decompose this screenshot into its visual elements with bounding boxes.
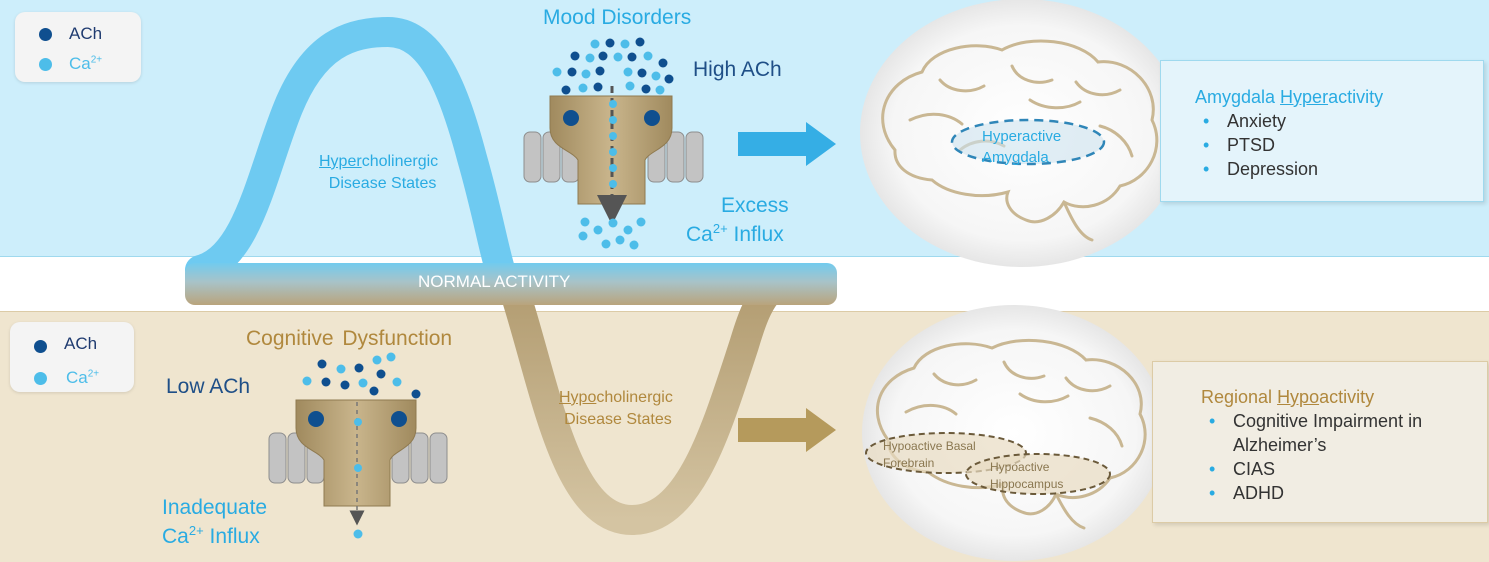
list-item: •CIAS	[1209, 459, 1276, 479]
cognitive-dysfunction-title: Cognitive Dysfunction	[246, 327, 453, 350]
calcium-ion-icon	[34, 372, 47, 385]
excess-influx-line2: Ca2+ Influx	[686, 221, 784, 246]
hyperactivity-list: •Anxiety •PTSD •Depression	[1195, 109, 1318, 181]
amygdala-hyperactivity-box: Amygdala Hyperactivity •Anxiety •PTSD •D…	[1160, 60, 1484, 202]
regional-hypoactivity-box: Regional Hypoactivity •Cognitive Impairm…	[1152, 361, 1488, 523]
legend-ca-label: Ca2+	[69, 54, 103, 73]
legend-ach-label: ACh	[64, 334, 98, 353]
ion-channel-icon-bottom	[268, 399, 448, 526]
inadequate-influx-line2: Ca2+ Influx	[162, 523, 260, 548]
brain-circle-bottom	[862, 305, 1166, 561]
excess-influx-line1: Excess	[721, 194, 789, 217]
right-arrow-icon-bottom	[738, 408, 836, 452]
legend-ca-label: Ca2+	[66, 368, 100, 387]
hypocholinergic-curve	[501, 279, 781, 536]
hypoactivity-list: •Cognitive Impairment in Alzheimer’s •CI…	[1201, 409, 1471, 505]
inadequate-influx-line1: Inadequate	[162, 496, 268, 519]
calcium-ion-icon	[39, 58, 52, 71]
hypoactive-hippocampus-region	[965, 453, 1111, 495]
high-ach-label: High ACh	[693, 58, 782, 81]
hyperactive-amygdala-region	[950, 118, 1106, 166]
right-arrow-icon-top	[738, 122, 836, 166]
hypercholinergic-curve	[185, 16, 517, 291]
amygdala-hyperactivity-title: Amygdala Hyperactivity	[1195, 87, 1384, 107]
list-item: •Anxiety	[1203, 111, 1287, 131]
hypercholinergic-label: Hypercholinergic Disease States	[319, 153, 439, 192]
list-item: •Depression	[1203, 159, 1319, 179]
legend-top: ACh Ca2+	[15, 12, 141, 82]
normal-activity-bar	[185, 263, 837, 305]
hypocholinergic-label: Hypocholinergic Disease States	[559, 389, 673, 428]
low-ach-label: Low ACh	[166, 375, 251, 398]
legend-ach-label: ACh	[69, 24, 103, 43]
list-item: •Cognitive Impairment in Alzheimer’s	[1209, 411, 1423, 455]
brain-icon-top	[881, 39, 1159, 242]
ach-molecule-icon-cluster-bottom	[302, 352, 421, 539]
normal-activity-label: NORMAL ACTIVITY	[418, 272, 571, 291]
regional-hypoactivity-title: Regional Hypoactivity	[1201, 387, 1375, 407]
ach-molecule-icon	[34, 340, 47, 353]
list-item: •PTSD	[1203, 135, 1276, 155]
legend-bottom: ACh Ca2+	[10, 322, 134, 392]
list-item: •ADHD	[1209, 483, 1285, 503]
mood-disorders-title: Mood Disorders	[543, 6, 692, 29]
ach-molecule-icon	[39, 28, 52, 41]
ach-molecule-icon-cluster-top	[552, 37, 674, 250]
